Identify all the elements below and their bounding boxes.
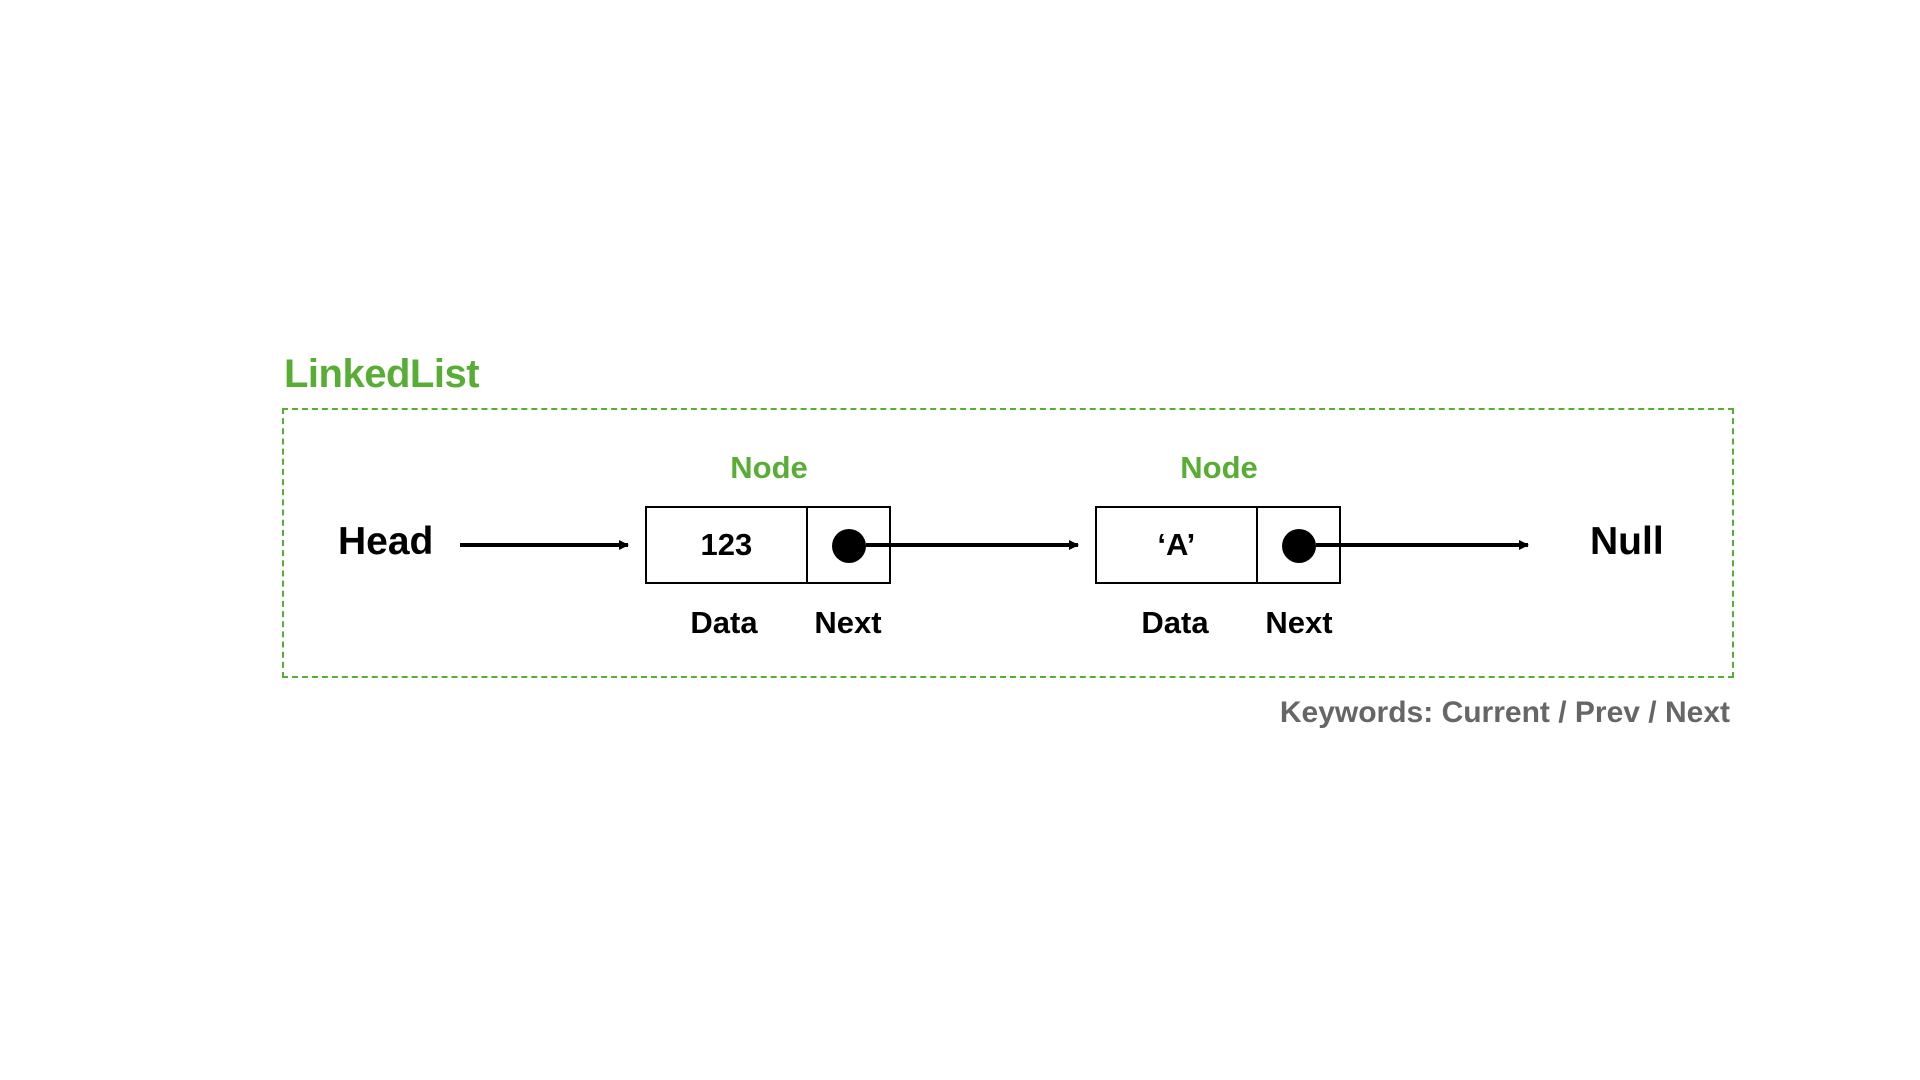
node-box-2: ‘A’ [1095,506,1341,584]
linked-list-frame [282,408,1734,678]
node-data-label-1: Data [690,605,758,640]
node-next-cell-2 [1258,508,1339,582]
node-data-cell-1: 123 [647,508,808,582]
node-next-label-2: Next [1265,605,1333,640]
diagram-title: LinkedList [284,352,480,396]
pointer-dot-icon [831,529,866,563]
head-label: Head [338,520,434,563]
node-title-2: Node [1180,450,1258,485]
node-next-label-1: Next [814,605,882,640]
node-box-1: 123 [645,506,891,584]
null-label: Null [1590,520,1664,563]
node-data-label-2: Data [1141,605,1209,640]
node-data-cell-2: ‘A’ [1097,508,1258,582]
node-title-1: Node [730,450,808,485]
node-next-cell-1 [808,508,889,582]
keywords-note: Keywords: Current / Prev / Next [1279,696,1730,729]
pointer-dot-icon [1281,529,1316,563]
